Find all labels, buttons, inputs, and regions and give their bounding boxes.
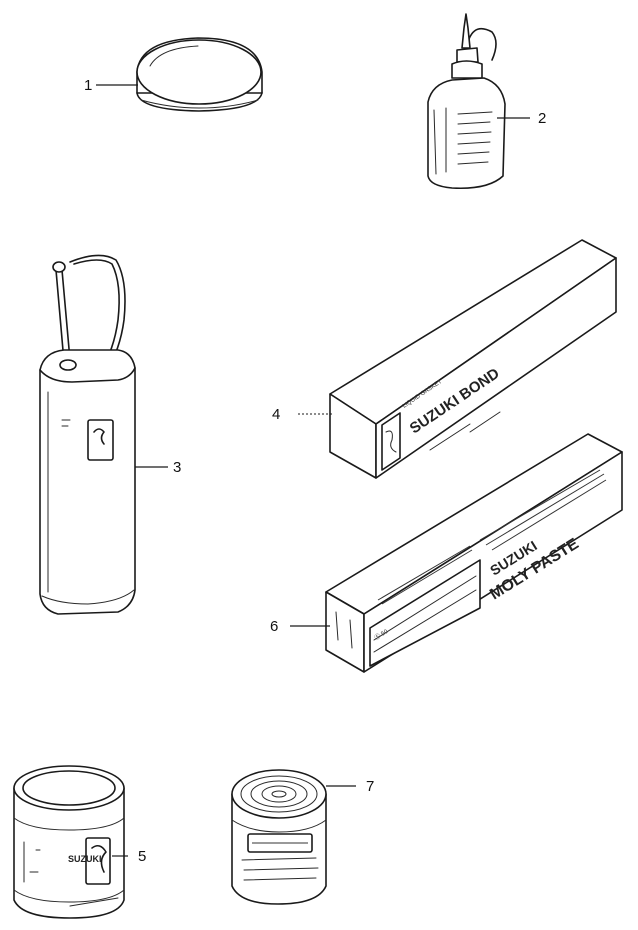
callout-1: 1 xyxy=(84,77,92,94)
part-4-bond-box: LIQUID GASKET SUZUKI BOND xyxy=(329,239,617,479)
part-2-bottle xyxy=(427,13,506,190)
callout-6: 6 xyxy=(270,618,278,635)
part-7-tin xyxy=(231,769,327,905)
part-1-cap xyxy=(136,37,263,112)
can-label: SUZUKI xyxy=(68,854,102,864)
callout-4: 4 xyxy=(272,406,280,423)
part-5-can: SUZUKI xyxy=(13,765,125,919)
part-3-oil-can xyxy=(39,254,136,615)
callout-5: 5 xyxy=(138,848,146,865)
callout-7: 7 xyxy=(366,778,374,795)
callout-3: 3 xyxy=(173,459,181,476)
callout-2: 2 xyxy=(538,110,546,127)
